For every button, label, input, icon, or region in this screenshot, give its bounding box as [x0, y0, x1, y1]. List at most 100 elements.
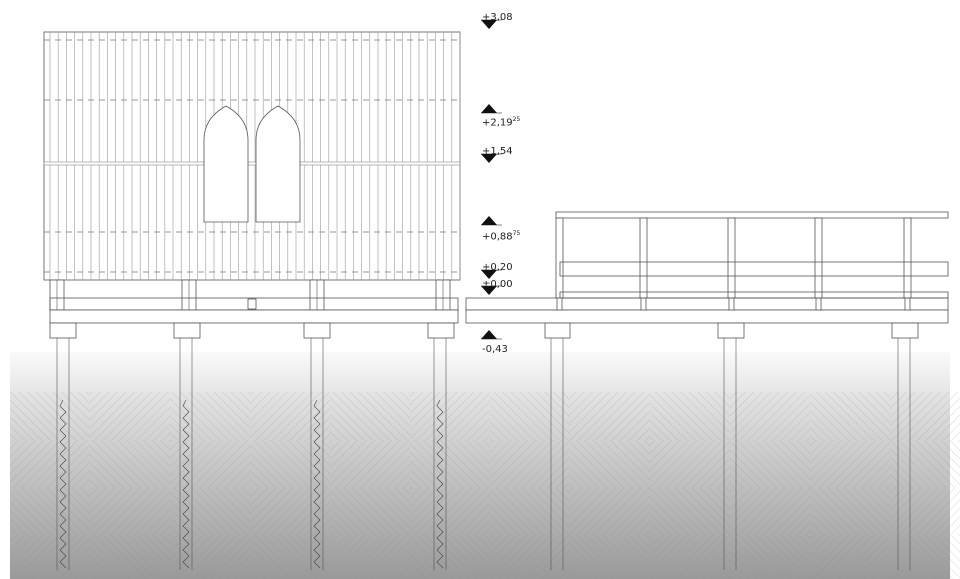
- level-label-0-88: +0,8875: [482, 230, 520, 242]
- deck-block: [815, 297, 822, 311]
- level-marker-icon: [481, 286, 497, 295]
- soil-hatch-block: [650, 536, 730, 579]
- soil-hatch-block: [890, 392, 960, 440]
- soil-hatch-block: [490, 392, 570, 440]
- level-marker-icon: [481, 104, 497, 113]
- pile-cap: [544, 322, 571, 339]
- soil-hatch-block: [10, 440, 90, 488]
- soil-hatch-block: [250, 536, 330, 579]
- railing-post: [639, 217, 648, 299]
- railing-post: [814, 217, 823, 299]
- arched-window: [255, 105, 301, 223]
- soil-hatch-block: [570, 488, 650, 536]
- level-marker-icon: [481, 154, 497, 163]
- level-sup: 25: [512, 116, 521, 123]
- soil-hatch-block: [10, 488, 90, 536]
- soil-hatch-block: [730, 440, 810, 488]
- level-label-1-54: +1,54: [482, 146, 513, 157]
- soil-hatch-block: [410, 392, 490, 440]
- soil-hatch-block: [570, 536, 650, 579]
- soil-hatch-block: [890, 440, 960, 488]
- railing-post: [903, 217, 912, 299]
- level-label-3-08: +3,08: [482, 12, 513, 23]
- soil-hatch-block: [490, 536, 570, 579]
- pile-zigzag: [182, 399, 190, 569]
- level-text: +3,08: [482, 12, 513, 23]
- soil-hatch-block: [170, 536, 250, 579]
- deck-block: [640, 297, 647, 311]
- soil-hatch-block: [90, 440, 170, 488]
- pile-cap: [717, 322, 745, 339]
- ground-upper-layer: [10, 352, 950, 392]
- soil-hatch-block: [250, 392, 330, 440]
- soil-hatch-block: [330, 488, 410, 536]
- soil-hatch-block: [250, 488, 330, 536]
- soil-hatch-block: [570, 392, 650, 440]
- soil-hatch-block: [650, 488, 730, 536]
- deck-block: [904, 297, 911, 311]
- pile-cap: [891, 322, 919, 339]
- soil-hatch-block: [90, 392, 170, 440]
- level-label-0-00: ±0,00: [482, 279, 513, 290]
- railing-top-rail: [555, 211, 949, 219]
- soil-hatch-block: [170, 488, 250, 536]
- soil-hatch-block: [90, 488, 170, 536]
- level-text: +0,20: [482, 262, 513, 273]
- level-label-minus-0-43: -0,43: [482, 344, 508, 355]
- pile-zigzag: [313, 399, 321, 569]
- soil-hatch-block: [890, 536, 960, 579]
- cabin-wall: [43, 31, 461, 281]
- railing-mid-rail: [559, 261, 949, 277]
- level-marker-icon: [481, 216, 497, 225]
- pile-zigzag: [436, 399, 444, 569]
- soil-hatch-block: [170, 440, 250, 488]
- soil-hatch-block: [10, 392, 90, 440]
- soil-hatch-block: [250, 440, 330, 488]
- soil-hatch-block: [810, 488, 890, 536]
- level-marker-icon: [481, 270, 497, 279]
- wall-horizontal-band: [43, 161, 461, 166]
- beam-block: [247, 298, 257, 310]
- soil-hatch-block: [890, 488, 960, 536]
- soil-hatch-block: [170, 392, 250, 440]
- pile-cap: [427, 322, 455, 339]
- soil-hatch-block: [650, 440, 730, 488]
- pile-cap: [303, 322, 331, 339]
- deck-right: [465, 309, 949, 324]
- soil-hatch-block: [810, 536, 890, 579]
- railing-bottom-rail: [559, 291, 949, 299]
- level-text: +2,19: [482, 117, 513, 129]
- level-text: ±0,00: [482, 279, 513, 290]
- soil-hatch-block: [810, 440, 890, 488]
- soil-hatch-block: [330, 536, 410, 579]
- railing-post: [555, 217, 564, 299]
- level-marker-icon: [481, 20, 497, 29]
- soil-hatch-block: [730, 392, 810, 440]
- arched-window: [203, 105, 249, 223]
- deck-right-top: [465, 297, 949, 311]
- deck-block: [728, 297, 735, 311]
- level-text: -0,43: [482, 344, 508, 355]
- soil-hatch-block: [90, 536, 170, 579]
- pile-cap: [49, 322, 77, 339]
- soil-hatch-block: [330, 392, 410, 440]
- level-text: +0,88: [482, 231, 513, 243]
- level-marker-icon: [481, 330, 497, 339]
- level-sup: 75: [512, 230, 521, 237]
- pile-cap: [173, 322, 201, 339]
- railing-post: [727, 217, 736, 299]
- soil-hatch-block: [10, 536, 90, 579]
- level-text: +1,54: [482, 146, 513, 157]
- soil-hatch-block: [570, 440, 650, 488]
- pile-zigzag: [59, 399, 67, 569]
- soil-hatch-block: [730, 536, 810, 579]
- deck-left: [49, 309, 459, 324]
- soil-hatch-block: [730, 488, 810, 536]
- soil-hatch-block: [410, 488, 490, 536]
- soil-hatch-block: [490, 488, 570, 536]
- soil-hatch-block: [330, 440, 410, 488]
- soil-hatch-block: [490, 440, 570, 488]
- soil-hatch-block: [650, 392, 730, 440]
